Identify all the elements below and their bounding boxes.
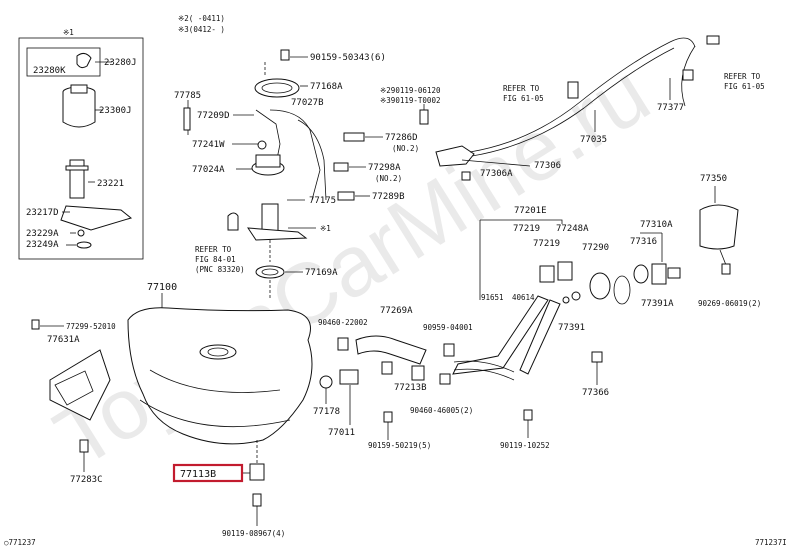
- tank-label-4[interactable]: 77283C: [70, 475, 103, 485]
- top-label-1[interactable]: 90159-50343(6): [310, 53, 386, 63]
- top-label-13: (NO.2): [375, 174, 402, 183]
- inset-label-1[interactable]: 23280K: [33, 66, 66, 76]
- header-note-1: ※2( -0411): [178, 14, 225, 23]
- filler-label-4[interactable]: 77219: [533, 239, 560, 249]
- sender-group: 90159-50343(6) 77168A 77785 77209D 77027…: [174, 49, 419, 300]
- top-label-3[interactable]: 77785: [174, 91, 201, 101]
- top-label-5[interactable]: 77027B: [291, 98, 324, 108]
- inset-label-7[interactable]: 23249A: [26, 240, 59, 250]
- corner-left: ○771237: [4, 538, 36, 547]
- filler-label-2[interactable]: 77219: [513, 224, 540, 234]
- refer-8401-a[interactable]: REFER TO: [195, 245, 232, 254]
- top-label-6[interactable]: 77241W: [192, 140, 225, 150]
- filler-label-11[interactable]: 77391A: [641, 299, 674, 309]
- center-label-6[interactable]: 77011: [328, 428, 355, 438]
- center-label-2[interactable]: 77269A: [380, 306, 413, 316]
- inset-label-4[interactable]: 23221: [97, 179, 124, 189]
- filler-group: 77201E 77219 77248A 77219 91651 40614 77…: [452, 206, 761, 398]
- tank-group: 77100 77299-52010 77631A 77283C: [31, 282, 313, 485]
- center-label-4[interactable]: 77213B: [394, 383, 427, 393]
- top-label-2[interactable]: 77168A: [310, 82, 343, 92]
- top-label-4[interactable]: 77209D: [197, 111, 230, 121]
- center-label-8[interactable]: 90159-50219(5): [368, 441, 431, 450]
- refer-6105r-b[interactable]: FIG 61-05: [724, 82, 765, 91]
- inset-label-6[interactable]: 23229A: [26, 229, 59, 239]
- filler-label-8[interactable]: 77310A: [640, 220, 673, 230]
- filler-label-12[interactable]: 77366: [582, 388, 609, 398]
- inset-pump-box: ※1 23280K 23280J 23300J 23221 23217D 232…: [18, 28, 144, 260]
- hose-group: 90460-22002 77269A 90959-04001 77213B 77…: [313, 306, 550, 450]
- bottom-label-3[interactable]: 90119-10252: [500, 441, 550, 450]
- cable-label-5[interactable]: 77350: [700, 174, 727, 184]
- inset-mark: ※1: [63, 28, 74, 37]
- cable-label-1[interactable]: 77377: [657, 103, 684, 113]
- center-label-3[interactable]: 90959-04001: [423, 323, 473, 332]
- highlighted-part-number[interactable]: 77113B: [180, 469, 216, 480]
- filler-label-10[interactable]: 77391: [558, 323, 585, 333]
- top-label-9[interactable]: 77169A: [305, 268, 338, 278]
- filler-label-7[interactable]: 77290: [582, 243, 609, 253]
- cable-group: ※290119-06120 ※390119-T0002 REFER TO FIG…: [380, 35, 765, 275]
- refer-6105-a[interactable]: REFER TO: [503, 84, 540, 93]
- filler-label-1[interactable]: 77201E: [514, 206, 547, 216]
- sender-mark: ※1: [320, 224, 331, 233]
- tank-label-3[interactable]: 77631A: [47, 335, 80, 345]
- top-label-11: (NO.2): [392, 144, 419, 153]
- highlighted-part: [249, 463, 265, 481]
- filler-label-5[interactable]: 91651: [481, 293, 504, 302]
- refer-8401-c[interactable]: (PNC 83320): [195, 265, 245, 274]
- top-label-14[interactable]: 77289B: [372, 192, 405, 202]
- cable-label-2[interactable]: 77035: [580, 135, 607, 145]
- top-label-8[interactable]: 77175: [309, 196, 336, 206]
- filler-label-9[interactable]: 77316: [630, 237, 657, 247]
- bottom-label-2[interactable]: 90119-08967(4): [222, 529, 285, 538]
- highlight-group: 77113B 90119-08967(4): [172, 440, 285, 538]
- tank-label-2[interactable]: 77299-52010: [66, 322, 116, 331]
- center-label-7[interactable]: 90460-46005(2): [410, 406, 473, 415]
- center-label-1[interactable]: 90460-22002: [318, 318, 368, 327]
- top-label-7[interactable]: 77024A: [192, 165, 225, 175]
- highlight-box: [172, 463, 244, 483]
- inset-label-2[interactable]: 23280J: [104, 58, 137, 68]
- top-label-10[interactable]: 77286D: [385, 133, 418, 143]
- date-note-2: ※390119-T0002: [380, 96, 440, 105]
- refer-6105-b[interactable]: FIG 61-05: [503, 94, 544, 103]
- center-label-5[interactable]: 77178: [313, 407, 340, 417]
- corner-right: 771237I: [755, 538, 787, 547]
- inset-label-5[interactable]: 23217D: [26, 208, 59, 218]
- filler-label-6[interactable]: 40614: [512, 293, 535, 302]
- top-label-12[interactable]: 77298A: [368, 163, 401, 173]
- fuel-tank: [127, 307, 313, 445]
- tank-label-1[interactable]: 77100: [147, 282, 177, 293]
- filler-label-3[interactable]: 77248A: [556, 224, 589, 234]
- date-note-1: ※290119-06120: [380, 86, 441, 95]
- filler-label-13[interactable]: 90269-06019(2): [698, 299, 761, 308]
- cable-label-4[interactable]: 77306A: [480, 169, 513, 179]
- refer-6105r-a[interactable]: REFER TO: [724, 72, 761, 81]
- header-note-2: ※3(0412- ): [178, 25, 225, 34]
- cable-label-3[interactable]: 77306: [534, 161, 561, 171]
- refer-8401-b[interactable]: FIG 84-01: [195, 255, 236, 264]
- inset-label-3[interactable]: 23300J: [99, 106, 132, 116]
